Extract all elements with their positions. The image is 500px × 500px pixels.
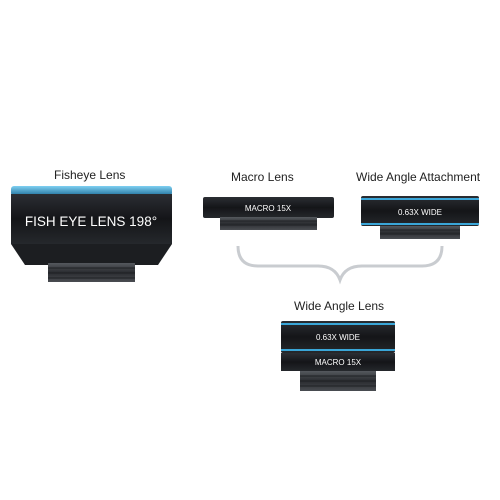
wide-attachment-thread: [380, 226, 460, 239]
wide-attachment-lens: 0.63X WIDE: [361, 196, 479, 239]
wide-lens-upper-body: [281, 321, 395, 353]
fisheye-engraving: FISH EYE LENS 198°: [25, 214, 157, 229]
wide-lens-blue-ring-1: [281, 323, 395, 325]
wide-attachment-label: Wide Angle Attachment: [356, 170, 481, 184]
wide-lens-lower-body: [281, 353, 395, 371]
macro-engraving: MACRO 15X: [245, 204, 292, 213]
grouping-bracket: [236, 245, 444, 285]
fisheye-body: [11, 194, 172, 244]
wide-attachment-body: [361, 196, 479, 226]
fisheye-blue-rim: [11, 186, 172, 196]
wide-lens-label: Wide Angle Lens: [294, 299, 385, 313]
macro-lens: MACRO 15X: [203, 197, 334, 230]
wide-attachment-blue-ring-top: [361, 198, 479, 200]
wide-attachment-engraving: 0.63X WIDE: [398, 208, 442, 217]
wide-lens-blue-ring-2: [281, 349, 395, 351]
fisheye-taper: [11, 244, 172, 265]
wide-lens-engraving-top: 0.63X WIDE: [316, 333, 360, 342]
wide-lens-engraving-bottom: MACRO 15X: [315, 358, 362, 367]
macro-label: Macro Lens: [231, 170, 294, 184]
fisheye-label: Fisheye Lens: [54, 168, 126, 182]
macro-thread: [220, 217, 317, 230]
wide-attachment-blue-ring-bottom: [361, 223, 479, 225]
macro-body: [203, 197, 334, 218]
fisheye-lens: FISH EYE LENS 198°: [11, 186, 172, 282]
wide-angle-lens: 0.63X WIDE MACRO 15X: [281, 321, 395, 391]
